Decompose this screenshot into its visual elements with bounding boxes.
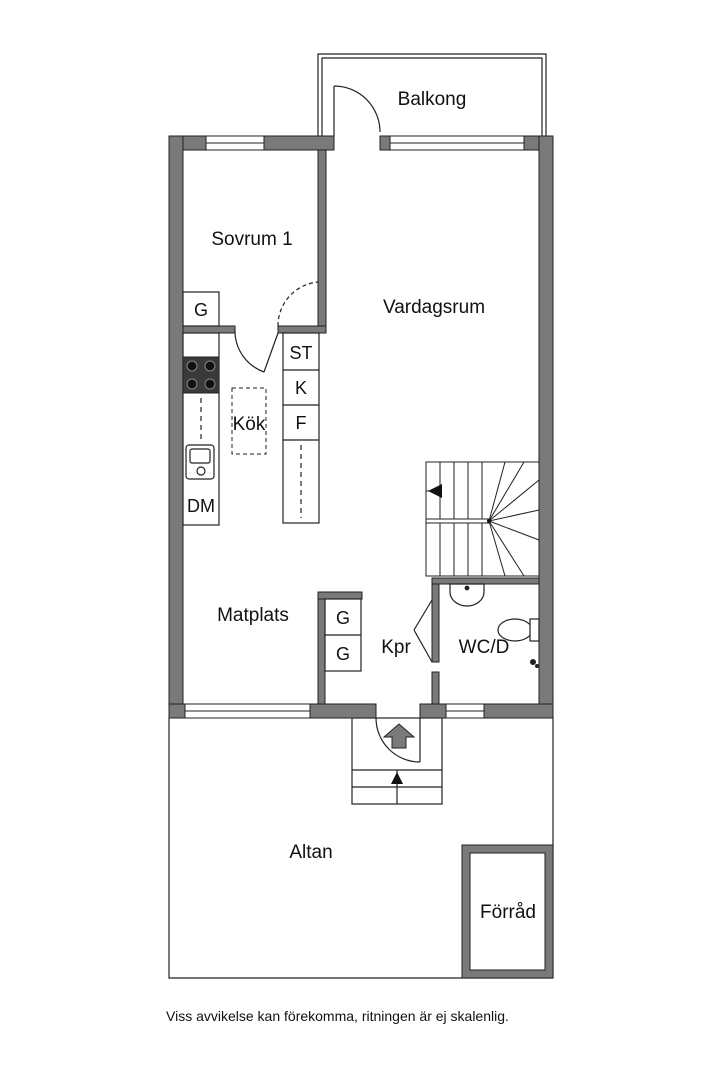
room-label-wc: WC/D	[459, 637, 510, 658]
room-label-vardagsrum: Vardagsrum	[383, 297, 485, 318]
step-arrow-icon	[391, 772, 403, 784]
fixture-label-dm: DM	[187, 496, 215, 516]
room-label-sovrum: Sovrum 1	[211, 229, 292, 250]
fixture-label-wardrobe-sovrum: G	[194, 300, 208, 320]
fixture-label-wardrobe-kpr-2: G	[336, 644, 350, 664]
wardrobe-sovrum	[182, 291, 220, 327]
stove-icon	[182, 356, 220, 394]
toilet-icon	[497, 618, 540, 642]
washbasin-icon	[449, 583, 485, 607]
entrance-arrow-icon	[382, 723, 416, 749]
shower-icon	[530, 659, 539, 668]
room-label-kpr: Kpr	[381, 637, 411, 658]
sink-icon	[185, 444, 215, 480]
wc-door	[413, 599, 433, 663]
room-label-altan: Altan	[289, 842, 332, 863]
wardrobe-kpr	[324, 598, 362, 672]
kitchen-island	[231, 387, 267, 455]
storage	[461, 844, 554, 979]
balcony-door	[333, 85, 381, 136]
exterior-walls	[168, 135, 554, 719]
fixture-label-st: ST	[289, 343, 312, 363]
staircase	[425, 461, 540, 577]
kitchen-door	[234, 330, 279, 373]
bedroom-door	[277, 281, 319, 327]
room-label-matplats: Matplats	[217, 605, 289, 626]
kitchen-counter-right	[282, 332, 320, 524]
stair-arrow-icon	[428, 484, 442, 498]
entrance-door	[375, 717, 421, 763]
room-label-forrad: Förråd	[480, 902, 536, 923]
windows	[184, 135, 525, 719]
room-label-balkong: Balkong	[398, 89, 467, 110]
room-label-kok: Kök	[233, 414, 266, 435]
fixture-label-wardrobe-kpr-1: G	[336, 608, 350, 628]
fixture-label-k: K	[295, 378, 307, 398]
disclaimer-note: Viss avvikelse kan förekomma, ritningen …	[166, 1008, 509, 1024]
balcony	[317, 53, 547, 136]
fixture-label-f: F	[296, 413, 307, 433]
stair-center	[487, 519, 491, 523]
